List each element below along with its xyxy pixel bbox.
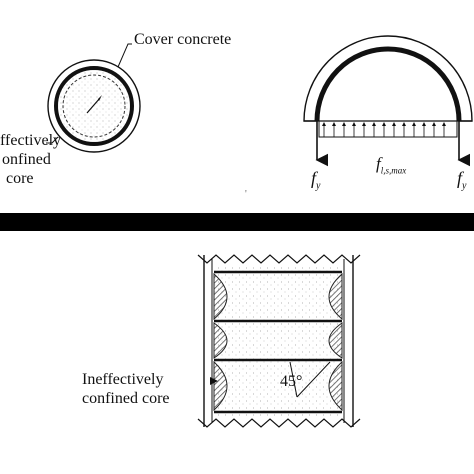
pressure-arrowhead: [442, 122, 446, 126]
pressure-arrowhead: [422, 122, 426, 126]
arch-section: [303, 35, 473, 167]
spiral-bar-arc: [314, 46, 462, 122]
top-break-line: [197, 254, 361, 264]
bottom-diagram: [197, 254, 361, 428]
pressure-arrowhead: [342, 122, 346, 126]
cover-concrete-label: Cover concrete: [134, 31, 232, 48]
angle-label: 45°: [280, 373, 303, 390]
ineffective-zone-right-2: [328, 322, 343, 359]
pressure-arrowhead: [382, 122, 386, 126]
core-pointer-arrowhead: [98, 95, 102, 101]
pressure-arrowhead: [392, 122, 396, 126]
pressure-arrowhead: [402, 122, 406, 126]
top-diagram: [46, 35, 473, 167]
angle-45-line: [296, 361, 331, 398]
bottom-break-line: [197, 418, 361, 428]
pressure-arrowhead: [332, 122, 336, 126]
effective-core-boundary: [62, 74, 126, 138]
angle-leader: [289, 361, 298, 398]
pressure-arrowhead: [412, 122, 416, 126]
ineffective-zone-left-2: [213, 322, 228, 359]
ineffective-zone-left-3: [213, 360, 228, 412]
top-panel: Cover concrete ffectively onfined core f…: [0, 0, 474, 213]
pressure-arrowhead: [432, 122, 436, 126]
ineffective-zone-left-1: [213, 272, 228, 321]
bottom-panel: Ineffectively confined core 45°: [0, 231, 474, 474]
core-label-line-3: core: [6, 170, 34, 187]
fy-left-label: fy: [311, 168, 321, 192]
ineffective-zone-right-1: [328, 272, 343, 321]
ineffective-core-label-line-1: Ineffectively: [82, 371, 164, 388]
cover-leader-line: [117, 43, 132, 68]
stray-mark: ': [245, 189, 247, 200]
core-fill: [212, 267, 344, 417]
pressure-arrowhead: [322, 122, 326, 126]
fl-max-label: fl,s,max: [376, 154, 407, 176]
core-label-line-1: ffectively: [0, 132, 62, 149]
pressure-block: [318, 120, 458, 138]
pressure-arrows: [322, 122, 446, 137]
spiral-ring: [54, 66, 134, 146]
core-label-pointer: [210, 377, 218, 385]
pressure-arrowhead: [372, 122, 376, 126]
core-label-line-2: onfined: [2, 151, 51, 168]
circular-column-section: [46, 43, 141, 153]
pressure-arrowhead: [352, 122, 356, 126]
fy-right-label: fy: [457, 168, 467, 192]
core-leader-line: [46, 136, 59, 144]
column-elevation: [197, 254, 361, 428]
ineffective-zone-right-3: [328, 360, 343, 412]
pressure-arrowhead: [362, 122, 366, 126]
core-pointer-line: [86, 97, 101, 114]
ineffective-core-label-line-2: confined core: [82, 390, 170, 407]
